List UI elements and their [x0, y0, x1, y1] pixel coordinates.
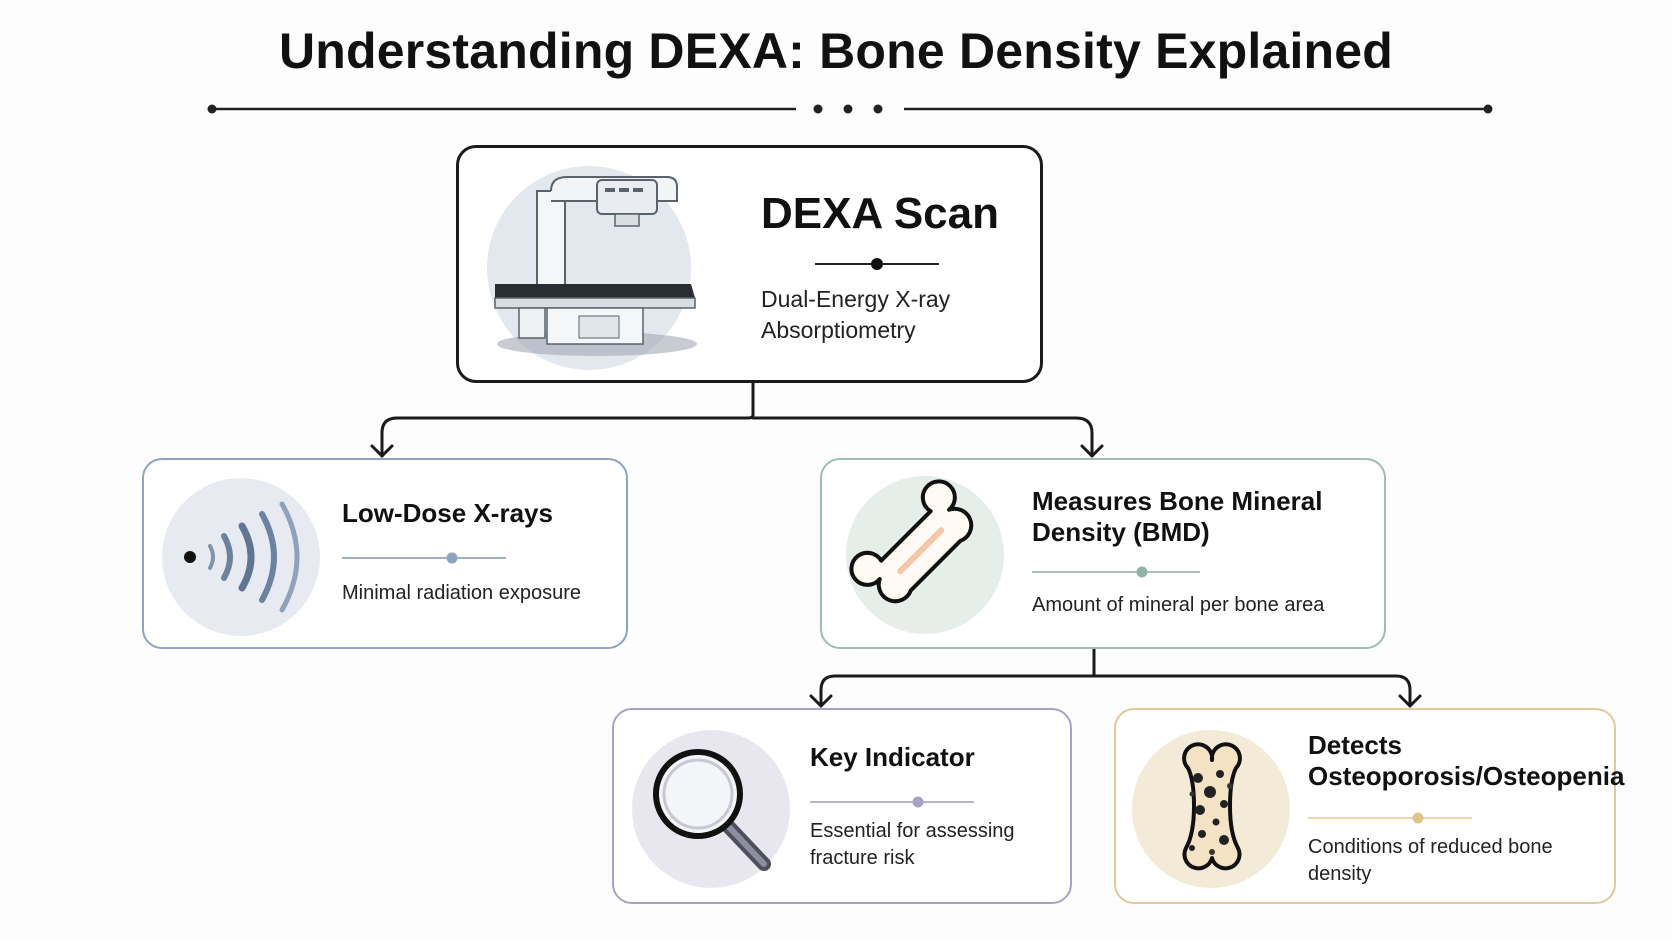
node-subtitle: Amount of mineral per bone area — [1032, 594, 1325, 616]
node-subtitle: Dual-Energy X-ray Absorptiometry — [761, 286, 951, 344]
porous-bone-icon — [1182, 742, 1242, 871]
magnifying-glass-icon — [653, 749, 771, 871]
radiation-waves-icon — [184, 501, 300, 613]
title-rule — [1308, 812, 1472, 824]
node-title: Key Indicator — [810, 742, 975, 772]
page-title: Understanding DEXA: Bone Density Explain… — [278, 23, 1394, 79]
node-title: Detects Osteoporosis/Osteopenia — [1308, 730, 1625, 792]
node-key-indicator: Key Indicator Essential for assessing fr… — [612, 708, 1072, 904]
title-rule — [342, 552, 506, 564]
node-subtitle: Minimal radiation exposure — [342, 582, 582, 604]
edge-bmd-key — [809, 647, 1096, 708]
title-rule — [1032, 566, 1200, 578]
node-title: Low-Dose X-rays — [342, 498, 553, 528]
title-rule — [810, 796, 974, 808]
edge-dexa-lowdose — [370, 381, 755, 458]
bone-icon — [849, 479, 974, 604]
node-subtitle: Conditions of reduced bone density — [1308, 836, 1553, 885]
node-detects-osteoporosis: Detects Osteoporosis/Osteopenia Conditio… — [1114, 708, 1625, 904]
title-divider — [207, 104, 1493, 114]
node-dexa-scan: DEXA Scan Dual-Energy X-ray Absorptiomet… — [456, 145, 1043, 383]
node-subtitle: Essential for assessing fracture risk — [810, 820, 1015, 869]
node-low-dose-xrays: Low-Dose X-rays Minimal radiation exposu… — [142, 458, 628, 649]
title-rule — [815, 258, 939, 270]
node-title: Measures Bone Mineral Density (BMD) — [1032, 486, 1323, 548]
edge-bmd-osteo — [1092, 674, 1422, 708]
node-measures-bmd: Measures Bone Mineral Density (BMD) Amou… — [820, 458, 1386, 649]
edge-dexa-bmd — [751, 416, 1104, 458]
dexa-scanner-icon — [494, 176, 697, 356]
node-title: DEXA Scan — [761, 189, 1000, 238]
